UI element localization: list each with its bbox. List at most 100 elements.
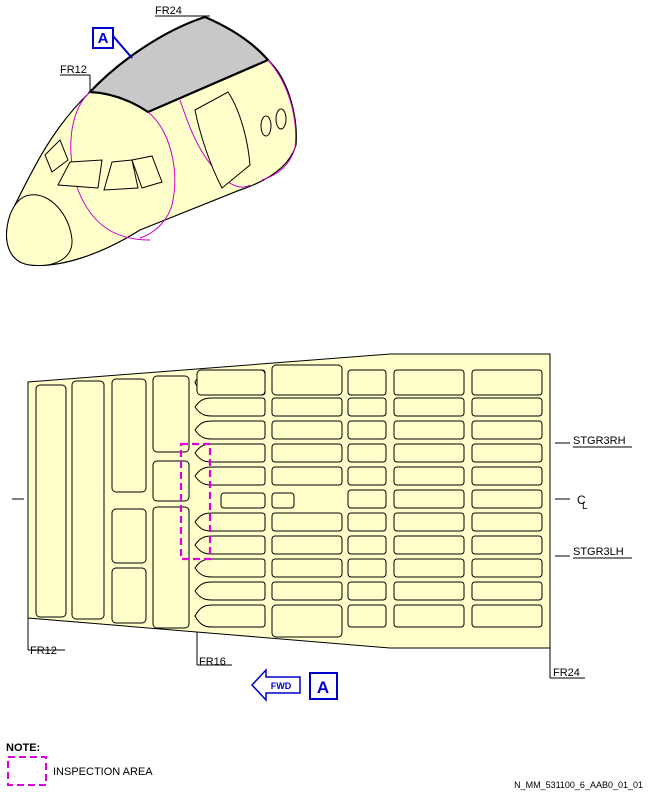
bay-tall — [71, 380, 105, 620]
fuselage-window-1 — [260, 115, 272, 137]
bay — [393, 420, 465, 440]
fr24-bottom-label: FR24 — [553, 667, 580, 679]
passenger-door — [194, 91, 251, 189]
isometric-fuselage-view: FR24 FR12 A — [6, 5, 297, 267]
bay-tall — [152, 506, 190, 629]
frame-line-fr16 — [139, 111, 176, 239]
cockpit-window-2 — [57, 159, 103, 189]
stgr3rh-label: STGR3RH — [573, 435, 626, 447]
bay — [220, 492, 266, 509]
view-a-callout-top: A — [92, 27, 133, 59]
bay-tall — [111, 567, 147, 624]
fr12-top-label: FR12 — [60, 64, 87, 76]
bay-tall — [35, 384, 67, 618]
bay — [347, 489, 387, 509]
bay — [347, 512, 387, 532]
bay — [347, 535, 387, 555]
view-a-callout-bottom-label: A — [317, 678, 329, 697]
bay-tapered — [194, 512, 266, 532]
bay-tapered — [194, 466, 266, 486]
bay — [471, 558, 543, 578]
bay — [471, 443, 543, 463]
frame-line-fr24 — [261, 59, 297, 181]
bay — [271, 466, 343, 486]
bay — [393, 535, 465, 555]
note-legend: NOTE: INSPECTION AREA N_MM_531100_6_AAB0… — [6, 742, 643, 790]
view-a-callout-bottom: A — [309, 672, 338, 700]
bay — [196, 369, 266, 396]
fr12-bottom-label: FR12 — [30, 645, 57, 657]
bay — [347, 420, 387, 440]
cockpit-window-1 — [44, 139, 69, 173]
bay-tapered — [194, 581, 266, 601]
bay — [271, 420, 343, 440]
centerline-symbol: C — [577, 493, 586, 507]
stringer-bay-grid — [35, 364, 543, 638]
bay-tapered — [194, 604, 266, 628]
bay — [271, 492, 295, 509]
bay — [471, 466, 543, 486]
view-a-callout-top-label: A — [98, 30, 109, 47]
bay — [271, 364, 343, 396]
bay — [393, 581, 465, 601]
bay-tapered — [194, 397, 266, 417]
centerline-symbol-sub: L — [582, 501, 588, 512]
bay — [347, 443, 387, 463]
bay — [347, 581, 387, 601]
highlighted-crown-panel — [87, 15, 270, 114]
bay — [393, 397, 465, 417]
bay — [271, 581, 343, 601]
bay — [393, 369, 465, 396]
cockpit-window-4 — [131, 155, 163, 189]
bay — [271, 512, 343, 532]
bay — [271, 397, 343, 417]
bay — [471, 535, 543, 555]
bay — [393, 443, 465, 463]
bay — [271, 535, 343, 555]
bay-tapered — [194, 420, 266, 440]
inspection-area-legend-swatch — [7, 756, 47, 786]
bay-tall — [152, 460, 190, 502]
bay — [271, 443, 343, 463]
stgr3lh-label: STGR3LH — [573, 546, 624, 558]
bay-tapered — [194, 535, 266, 555]
bay — [347, 369, 387, 396]
inspection-area-legend-label: INSPECTION AREA — [53, 766, 153, 778]
fwd-label: FWD — [271, 681, 292, 691]
nose-radome — [6, 194, 73, 267]
bay — [471, 489, 543, 509]
bay — [471, 512, 543, 532]
bay — [393, 466, 465, 486]
fwd-arrow: FWD — [250, 668, 301, 702]
fuselage-window-2 — [275, 108, 287, 130]
fr24-top-label: FR24 — [155, 5, 182, 17]
bay-tapered — [194, 558, 266, 578]
bay — [471, 397, 543, 417]
bay-tall — [111, 378, 147, 493]
bay — [271, 558, 343, 578]
bay — [347, 466, 387, 486]
bay — [347, 604, 387, 628]
bay — [393, 512, 465, 532]
inspection-area-box — [179, 442, 212, 561]
bay — [471, 604, 543, 628]
reference-code: N_MM_531100_6_AAB0_01_01 — [514, 780, 643, 790]
bay — [393, 489, 465, 509]
cockpit-window-3 — [103, 159, 139, 191]
flat-panel-view-a: FR12 FR16 FR24 STGR3RH C L STGR3LH FWD A — [12, 353, 632, 702]
bay — [271, 604, 343, 638]
bay — [347, 558, 387, 578]
bay — [347, 397, 387, 417]
bay-tall — [111, 508, 147, 564]
fr16-bottom-label: FR16 — [199, 656, 226, 668]
bay-tall — [152, 375, 190, 453]
bay-tapered — [194, 443, 266, 463]
bay — [393, 558, 465, 578]
bay — [471, 420, 543, 440]
note-title: NOTE: — [6, 742, 40, 754]
frame-line-fr12 — [70, 91, 151, 241]
bay — [471, 369, 543, 396]
bay — [393, 604, 465, 628]
bay — [471, 581, 543, 601]
